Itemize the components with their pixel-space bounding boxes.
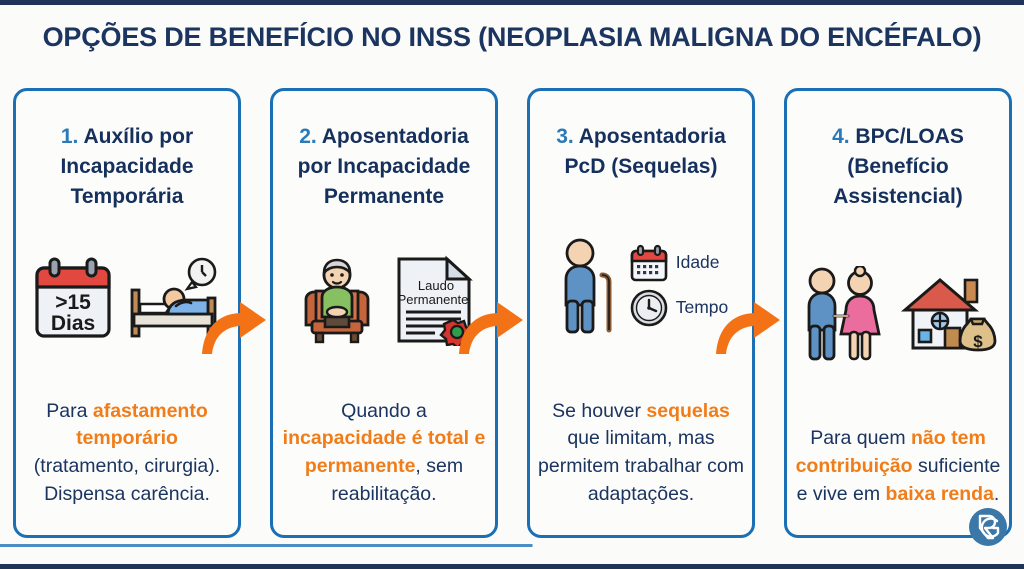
card-2-body: Quando a incapacidade é total e permanen… xyxy=(279,398,489,510)
card-3-number: 3. xyxy=(556,125,574,148)
card-3-body-part-0: Se houver xyxy=(552,399,647,422)
benefit-card-4: 4. BPC/LOAS (Benefício Assistencial) xyxy=(784,88,1012,538)
person-in-bed-icon xyxy=(130,258,216,338)
card-3-title-text: Aposentadoria PcD (Sequelas) xyxy=(564,125,726,178)
card-3-title: 3. Aposentadoria PcD (Sequelas) xyxy=(539,122,743,182)
card-4-body: Para quem não tem contribuição suficient… xyxy=(793,425,1003,509)
card-4-body-part-1: não tem contribuição xyxy=(795,427,986,478)
card-2-title: 2. Aposentadoria por Incapacidade Perman… xyxy=(282,122,486,211)
card-1-number: 1. xyxy=(60,125,79,148)
card-3-criteria-list: Idade Tempo xyxy=(629,244,729,328)
criteria-tempo-label: Tempo xyxy=(675,297,729,318)
card-4-body-part-0: Para quem xyxy=(810,427,912,450)
card-2-body-part-0: Quando a xyxy=(341,399,427,422)
card-1-body-part-1: afastamento temporário xyxy=(76,399,208,450)
card-1-body: Para afastamento temporário (tratamento,… xyxy=(22,398,232,510)
criteria-tempo: Tempo xyxy=(629,288,729,328)
bottom-accent-band xyxy=(0,544,1024,547)
house-icon: $ xyxy=(900,278,996,352)
svg-text:$: $ xyxy=(973,332,983,351)
card-3-body: Se houver sequelas que limitam, mas perm… xyxy=(536,398,746,510)
card-4-icons: $ xyxy=(787,203,1009,425)
elderly-person-armchair-icon xyxy=(304,259,369,344)
top-band xyxy=(0,0,1024,5)
benefit-card-3: 3. Aposentadoria PcD (Sequelas) xyxy=(527,88,755,538)
money-bag-icon: $ xyxy=(958,318,996,352)
card-3-body-part-2: que limitam, mas permitem trabalhar com … xyxy=(538,427,744,506)
card-2-title-text: Aposentadoria por Incapacidade Permanent… xyxy=(297,125,471,208)
card-1-body-part-2: (tratamento, cirurgia). Dispensa carênci… xyxy=(33,455,221,506)
card-4-title-text: BPC/LOAS (Benefício Assistencial) xyxy=(833,125,964,208)
person-with-cane-icon xyxy=(564,238,612,333)
card-4-body-part-3: baixa renda xyxy=(885,483,994,506)
card-4-title: 4. BPC/LOAS (Benefício Assistencial) xyxy=(796,122,1000,211)
card-4-number: 4. xyxy=(832,125,850,148)
card-4-body-part-2: suficiente e vive em xyxy=(796,455,1001,506)
card-1-body-part-0: Para xyxy=(46,399,93,422)
card-1-icons: >15 Dias xyxy=(16,203,238,397)
calendar-15-days-icon: >15 Dias xyxy=(34,257,111,339)
card-2-body-part-1: incapacidade é total e permanente xyxy=(282,427,486,478)
report-label-line2: Permanente xyxy=(397,292,468,307)
card-4-body-part-4: . xyxy=(993,483,1000,506)
medical-report-icon: Laudo Permanente xyxy=(397,256,473,347)
card-3-icons: Idade Tempo xyxy=(530,174,752,398)
calendar-days-line2: Dias xyxy=(50,312,94,335)
card-1-title-text: Auxílio por Incapacidade Temporária xyxy=(60,125,194,208)
page-title: OPÇÕES DE BENEFÍCIO NO INSS (NEOPLASIA M… xyxy=(42,22,982,52)
clock-icon xyxy=(630,289,668,326)
bottom-band xyxy=(0,564,1024,569)
benefit-card-2: 2. Aposentadoria por Incapacidade Perman… xyxy=(270,88,498,538)
card-2-icons: Laudo Permanente xyxy=(273,203,495,397)
criteria-idade: Idade xyxy=(629,244,729,282)
calendar-icon xyxy=(630,244,668,281)
card-1-title: 1. Auxílio por Incapacidade Temporária xyxy=(25,122,229,211)
rg-monogram-logo xyxy=(969,508,1007,546)
benefit-card-1: 1. Auxílio por Incapacidade Temporária >… xyxy=(13,88,241,538)
card-3-body-part-1: sequelas xyxy=(646,399,730,422)
calendar-days-line1: >15 xyxy=(55,291,91,314)
couple-icon xyxy=(807,266,881,361)
criteria-idade-label: Idade xyxy=(675,252,720,273)
card-2-number: 2. xyxy=(299,125,317,148)
report-label-line1: Laudo xyxy=(417,278,453,293)
card-2-body-part-2: , sem reabilitação. xyxy=(331,455,464,506)
